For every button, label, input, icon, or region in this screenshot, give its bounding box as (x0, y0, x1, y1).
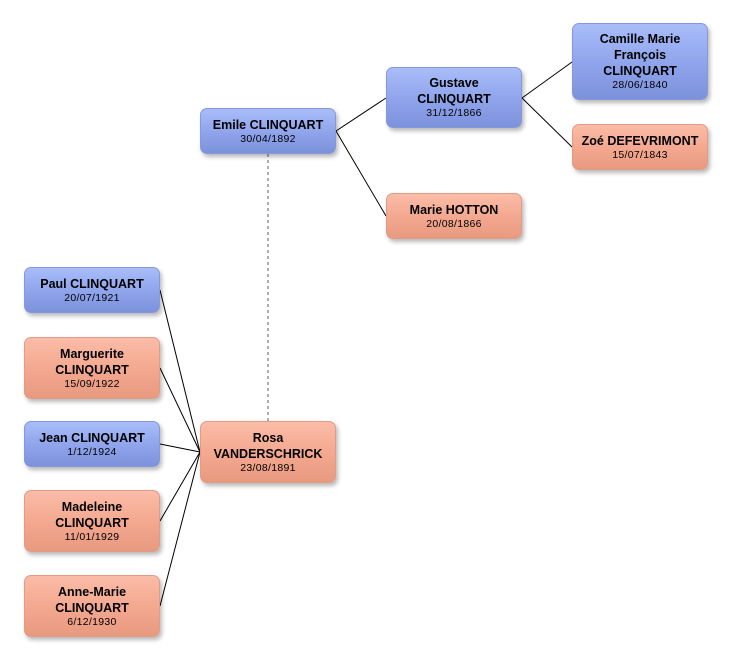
person-card-rosa[interactable]: Rosa VANDERSCHRICK 23/08/1891 (200, 421, 336, 483)
person-name: Paul CLINQUART (40, 276, 144, 291)
person-name: Camille Marie François CLINQUART (599, 32, 681, 78)
link-marguerite-rosa (159, 367, 201, 453)
person-date: 11/01/1929 (64, 530, 120, 543)
person-date: 1/12/1924 (67, 445, 117, 458)
person-date: 31/12/1866 (426, 107, 482, 119)
person-card-madeleine[interactable]: Madeleine CLINQUART 11/01/1929 (24, 490, 160, 552)
person-card-paul[interactable]: Paul CLINQUART 20/07/1921 (24, 267, 160, 313)
person-date: 20/07/1921 (64, 291, 120, 304)
person-card-zoe[interactable]: Zoé DEFEVRIMONT 15/07/1843 (572, 124, 708, 170)
person-name: Anne-Marie CLINQUART (55, 584, 129, 615)
person-card-marie[interactable]: Marie HOTTON 20/08/1866 (386, 193, 522, 239)
person-card-emile[interactable]: Emile CLINQUART 30/04/1892 (200, 108, 336, 154)
person-date: 20/08/1866 (426, 217, 482, 230)
person-date: 15/09/1922 (64, 377, 120, 390)
person-date: 15/07/1843 (612, 148, 668, 161)
person-name: Gustave CLINQUART (417, 76, 491, 106)
person-name: Marguerite CLINQUART (55, 346, 129, 377)
person-card-annemarie[interactable]: Anne-Marie CLINQUART 6/12/1930 (24, 575, 160, 637)
person-card-camille[interactable]: Camille Marie François CLINQUART 28/06/1… (572, 23, 708, 100)
person-card-marguerite[interactable]: Marguerite CLINQUART 15/09/1922 (24, 337, 160, 399)
person-card-gustave[interactable]: Gustave CLINQUART 31/12/1866 (386, 67, 522, 128)
person-card-jean[interactable]: Jean CLINQUART 1/12/1924 (24, 421, 160, 467)
person-name: Madeleine CLINQUART (55, 499, 129, 530)
link-gustave-camille (521, 61, 573, 99)
link-gustave-zoe (521, 97, 573, 148)
person-name: Jean CLINQUART (39, 430, 145, 445)
link-madeleine-rosa (159, 451, 201, 522)
link-jean-rosa (159, 443, 201, 453)
person-date: 30/04/1892 (240, 132, 296, 145)
person-name: Rosa VANDERSCHRICK (213, 430, 323, 461)
person-date: 6/12/1930 (67, 615, 117, 628)
person-name: Zoé DEFEVRIMONT (581, 133, 699, 148)
link-emile-marie (335, 130, 387, 217)
person-date: 23/08/1891 (240, 461, 296, 474)
person-name: Emile CLINQUART (212, 117, 324, 132)
link-paul-rosa (159, 289, 201, 453)
link-emile-gustave (335, 97, 387, 132)
person-name: Marie HOTTON (409, 202, 499, 217)
person-date: 28/06/1840 (612, 79, 668, 91)
link-annemarie-rosa (159, 451, 201, 607)
